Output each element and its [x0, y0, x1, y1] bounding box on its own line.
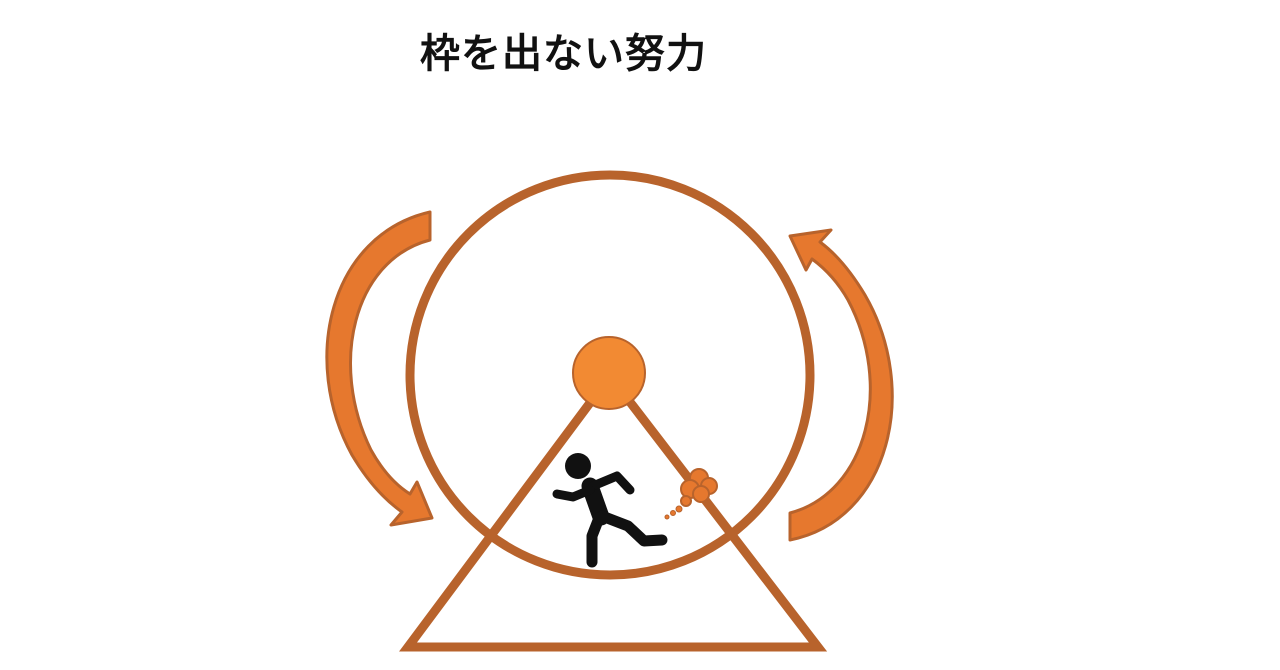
wheel-stand	[399, 368, 828, 652]
running-person-icon	[552, 453, 668, 568]
curved-arrow-up-icon	[788, 228, 894, 542]
wheel-rim	[405, 170, 815, 580]
dust-cloud-icon	[664, 468, 718, 520]
wheel-hub	[572, 336, 646, 410]
diagram-title: 枠を出ない努力	[420, 31, 707, 77]
curved-arrow-down-icon	[325, 210, 434, 527]
